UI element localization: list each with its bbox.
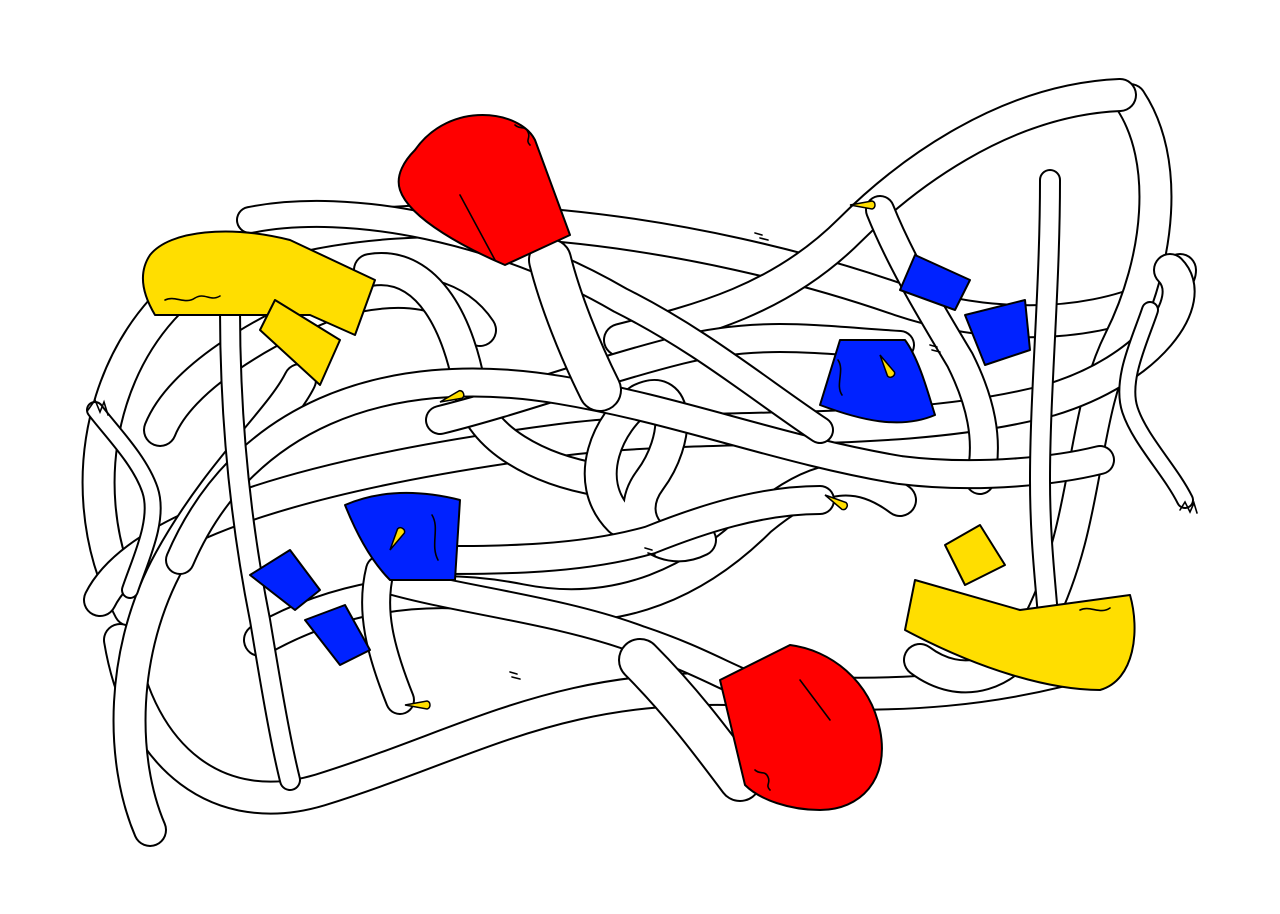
right-hand-fingers bbox=[1179, 500, 1198, 514]
tube-bird-neck-2 bbox=[375, 565, 775, 705]
tangled-tubes bbox=[81, 78, 1197, 847]
glove-top-crease bbox=[459, 194, 496, 261]
yellow-left-squiggle bbox=[164, 295, 221, 302]
tick-marks-1 bbox=[754, 232, 769, 241]
blue-sleeve-lower-left-3 bbox=[304, 604, 371, 666]
blue-lower-squiggle bbox=[431, 514, 439, 561]
beak-4 bbox=[824, 494, 848, 511]
tick-marks-4 bbox=[509, 671, 521, 680]
blue-sleeve-lower-left-2 bbox=[249, 549, 321, 611]
tube-red-arm-bottom bbox=[618, 638, 762, 802]
beak-5 bbox=[389, 527, 406, 551]
yellow-sleeve-left bbox=[142, 230, 376, 336]
tube-bird-neck-3 bbox=[425, 485, 835, 575]
glove-bottom-squiggle bbox=[754, 769, 771, 791]
tube-top-right-arm bbox=[603, 78, 1137, 357]
tube-outer-bottom bbox=[103, 623, 1117, 815]
tube-crossing-1 bbox=[165, 367, 1115, 575]
line-details bbox=[87, 124, 1198, 791]
colored-sleeves bbox=[142, 114, 1136, 811]
yellow-sleeve-right-tip bbox=[944, 524, 1006, 586]
yellow-sleeve-left-tip bbox=[259, 299, 341, 386]
red-glove-bottom bbox=[719, 644, 883, 811]
tube-right-hand-arm bbox=[1118, 301, 1194, 509]
yellow-sleeve-right bbox=[904, 579, 1136, 691]
tube-crossing-2 bbox=[236, 199, 834, 444]
blue-sleeve-lower-left bbox=[344, 492, 461, 581]
tick-marks-2 bbox=[929, 344, 941, 353]
tube-red-arm-top bbox=[528, 238, 622, 412]
tick-marks-3 bbox=[644, 547, 656, 556]
tube-left-hand-arm bbox=[86, 401, 162, 599]
blue-sleeve-upper-right bbox=[819, 339, 936, 424]
tube-vertical-right-2 bbox=[1029, 169, 1061, 671]
tube-bird-neck-4 bbox=[865, 195, 999, 495]
glove-top-squiggle bbox=[514, 124, 531, 146]
beak-3 bbox=[849, 200, 876, 210]
blue-sleeve-upper-right-3 bbox=[964, 299, 1031, 366]
tube-bird-neck-5 bbox=[361, 555, 415, 715]
tube-vertical-left-2 bbox=[219, 299, 301, 791]
blue-upper-squiggle bbox=[837, 359, 843, 396]
yellow-right-squiggle bbox=[1079, 607, 1111, 612]
beak-2 bbox=[879, 354, 896, 378]
blue-sleeve-upper-right-2 bbox=[899, 254, 971, 311]
glove-bottom-crease bbox=[799, 679, 831, 721]
red-glove-top bbox=[397, 114, 571, 266]
beak-1 bbox=[439, 389, 465, 403]
beak-6 bbox=[404, 700, 431, 710]
left-hand-fingers bbox=[87, 398, 109, 416]
